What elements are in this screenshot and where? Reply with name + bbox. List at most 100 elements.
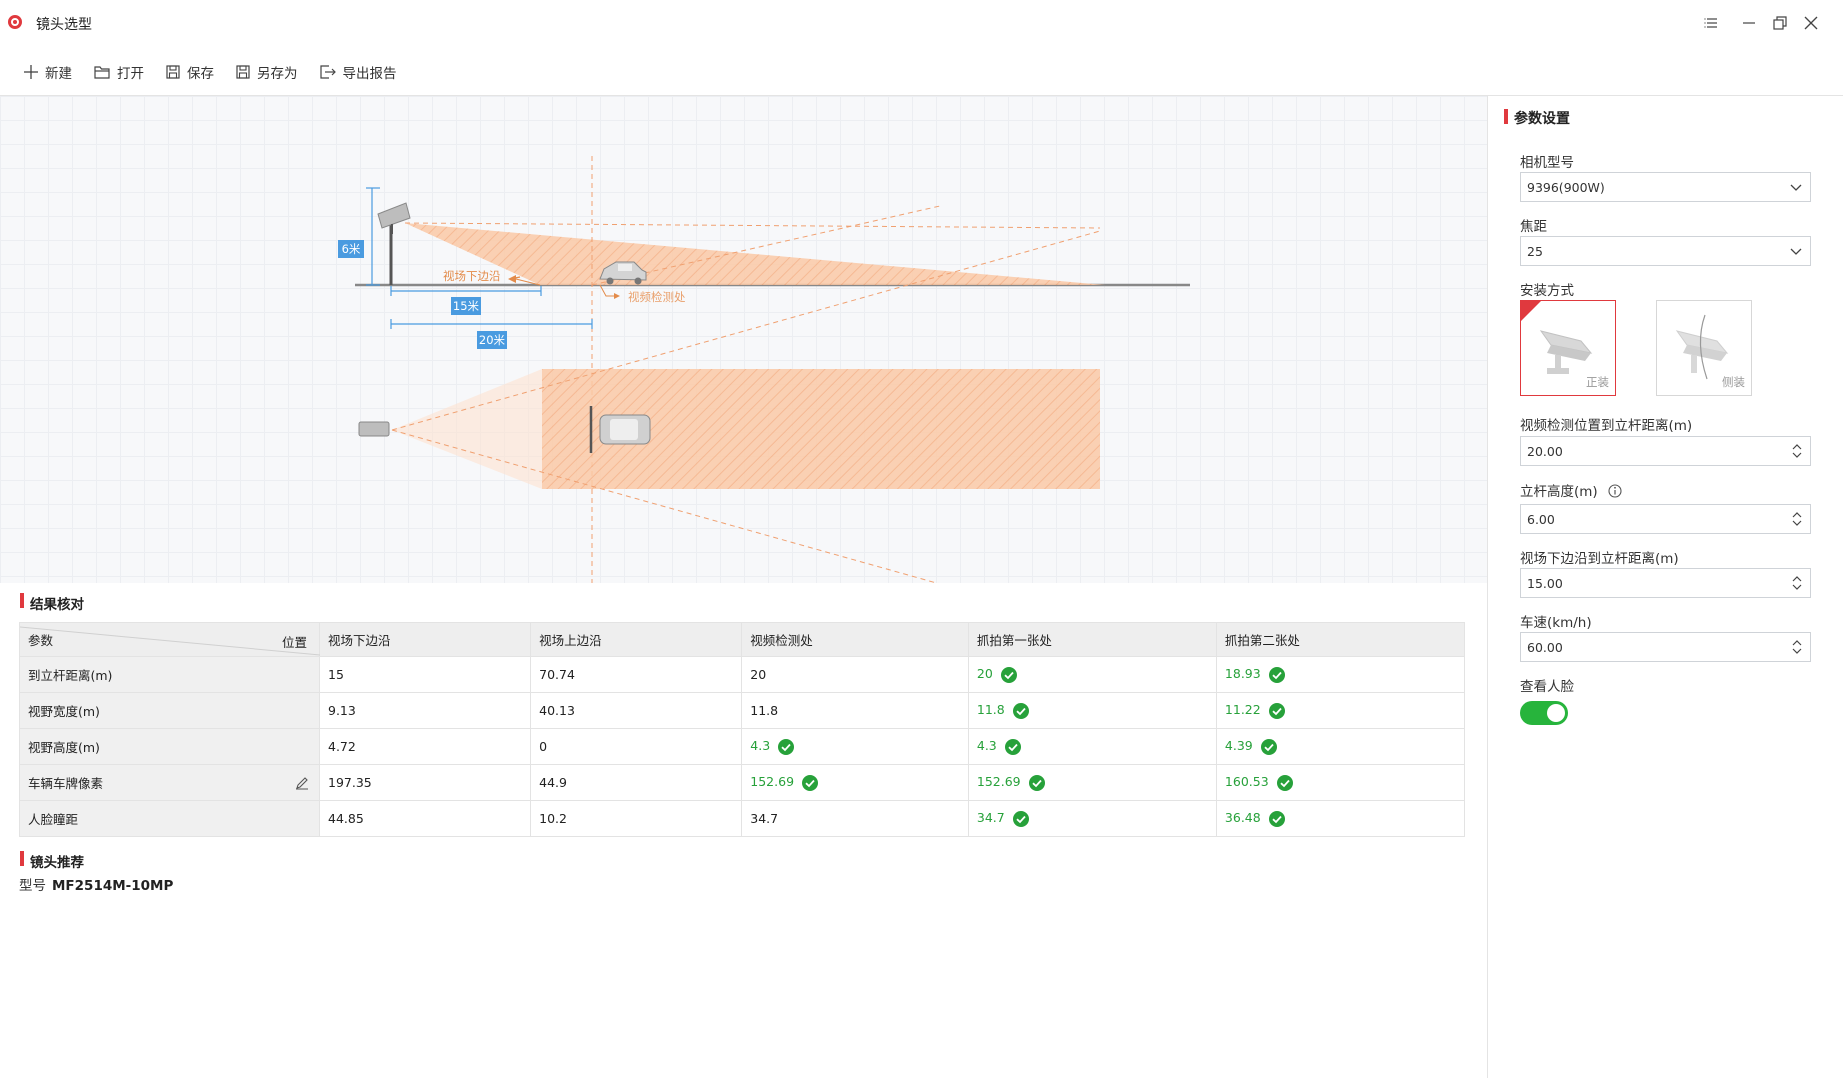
check-circle-icon	[1268, 702, 1285, 719]
export-report-button[interactable]: 导出报告	[319, 62, 397, 82]
value-cell: 15	[318, 656, 532, 693]
side-camera-icon	[377, 202, 411, 234]
focal-label: 焦距	[1520, 219, 1547, 235]
lens-recommendation: 型号 MF2514M-10MP	[19, 874, 173, 894]
front-mount-camera-icon	[1539, 330, 1593, 374]
speed-input[interactable]: 60.00	[1520, 632, 1811, 662]
corner-left-label: 参数	[28, 633, 54, 648]
focal-select[interactable]: 25	[1520, 236, 1811, 266]
restore-icon[interactable]	[1766, 10, 1794, 36]
value-cell: 11.8	[967, 692, 1217, 729]
spinner-icon	[1792, 444, 1802, 458]
diagram-canvas[interactable]: 6米 视场下边沿 视频检测处 15米 20米	[0, 95, 1487, 583]
new-button[interactable]: 新建	[24, 62, 72, 82]
edit-icon[interactable]	[295, 776, 309, 790]
info-icon[interactable]	[1608, 484, 1622, 498]
value-cell: 44.85	[318, 800, 532, 837]
value-cell: 18.93	[1215, 656, 1466, 693]
spinner-icon	[1792, 512, 1802, 526]
mount-front-caption: 正装	[1586, 375, 1609, 389]
window-title: 镜头选型	[36, 17, 92, 33]
dist2-label: 20米	[479, 333, 506, 347]
pole-height-label: 立杆高度(m)	[1520, 480, 1622, 500]
minimize-icon[interactable]	[1735, 10, 1763, 36]
col-header: 抓拍第一张处	[967, 622, 1217, 657]
near-edge-arrow	[508, 275, 516, 283]
mount-label: 安装方式	[1520, 283, 1574, 299]
value-cell: 20	[741, 656, 969, 693]
value-cell: 40.13	[530, 692, 743, 729]
export-label: 导出报告	[342, 66, 397, 82]
value-cell: 36.48	[1215, 800, 1466, 837]
pole-height-input[interactable]: 6.00	[1520, 504, 1811, 534]
value-cell: 152.69	[741, 764, 969, 801]
camera-model-select[interactable]: 9396(900W)	[1520, 172, 1811, 202]
side-fov-upper-ray	[404, 222, 1101, 229]
top-camera-icon	[358, 421, 390, 437]
param-cell: 人脸瞳距	[19, 800, 320, 837]
value-cell: 11.8	[741, 692, 969, 729]
param-cell: 车辆车牌像素	[19, 764, 320, 801]
value-cell: 44.9	[530, 764, 743, 801]
open-button[interactable]: 打开	[94, 62, 144, 82]
menu-icon[interactable]	[1697, 10, 1725, 36]
col-header: 视场上边沿	[530, 622, 743, 657]
title-bar: 镜头选型	[0, 0, 1843, 46]
mount-side-option[interactable]: 侧装	[1656, 300, 1752, 396]
close-icon[interactable]	[1797, 10, 1825, 36]
save-icon	[166, 65, 180, 79]
spinner-icon	[1792, 640, 1802, 654]
spinner-icon	[1792, 576, 1802, 590]
param-cell: 视野宽度(m)	[19, 692, 320, 729]
results-title: 结果核对	[20, 593, 84, 613]
plus-icon	[24, 65, 38, 79]
value-cell: 11.22	[1215, 692, 1466, 729]
mount-front-option[interactable]: 正装	[1520, 300, 1616, 396]
check-circle-icon	[1012, 702, 1029, 719]
dist2-box	[477, 331, 507, 349]
chevron-down-icon	[1790, 248, 1802, 255]
dist2-dimension	[390, 319, 593, 329]
value-cell: 34.7	[741, 800, 969, 837]
near-edge-distance-input[interactable]: 15.00	[1520, 568, 1811, 598]
corner-right-label: 位置	[281, 635, 307, 650]
top-fov-upper-ray	[391, 230, 1101, 431]
value-cell: 34.7	[967, 800, 1217, 837]
value-cell: 70.74	[530, 656, 743, 693]
detect-label: 视频检测处	[628, 290, 686, 304]
save-button[interactable]: 保存	[166, 62, 214, 82]
check-circle-icon	[802, 774, 819, 791]
value-cell: 0	[530, 728, 743, 765]
top-fov-lower-ray	[391, 429, 939, 583]
new-label: 新建	[45, 66, 72, 82]
app-logo-icon	[8, 15, 22, 29]
chevron-down-icon	[1790, 184, 1802, 191]
save-as-icon	[236, 65, 250, 79]
value-cell: 4.3	[967, 728, 1217, 765]
panel-title: 参数设置	[1504, 108, 1570, 128]
check-circle-icon	[1004, 738, 1021, 755]
face-toggle[interactable]	[1520, 701, 1568, 725]
lens-model-label: 型号	[19, 878, 46, 894]
check-circle-icon	[1260, 738, 1277, 755]
check-circle-icon	[1268, 666, 1285, 683]
param-cell: 视野高度(m)	[19, 728, 320, 765]
value-cell: 4.3	[741, 728, 969, 765]
camera-model-label: 相机型号	[1520, 155, 1574, 171]
upper-edge-ray	[591, 205, 941, 286]
car-top-icon	[599, 414, 651, 445]
export-icon	[319, 65, 336, 79]
param-cell: 到立杆距离(m)	[19, 656, 320, 693]
detect-distance-label: 视频检测位置到立杆距离(m)	[1520, 418, 1693, 434]
lens-model-value: MF2514M-10MP	[52, 878, 174, 894]
parameter-panel: 参数设置 相机型号 9396(900W) 焦距 25 安装方式 正装 侧装 视频…	[1487, 95, 1843, 1078]
mount-side-caption: 侧装	[1722, 375, 1745, 389]
near-edge-label: 视场下边沿	[443, 269, 501, 283]
save-as-button[interactable]: 另存为	[236, 62, 298, 82]
check-circle-icon	[1276, 774, 1293, 791]
value-cell: 9.13	[318, 692, 532, 729]
check-circle-icon	[1268, 810, 1285, 827]
detect-distance-input[interactable]: 20.00	[1520, 436, 1811, 466]
